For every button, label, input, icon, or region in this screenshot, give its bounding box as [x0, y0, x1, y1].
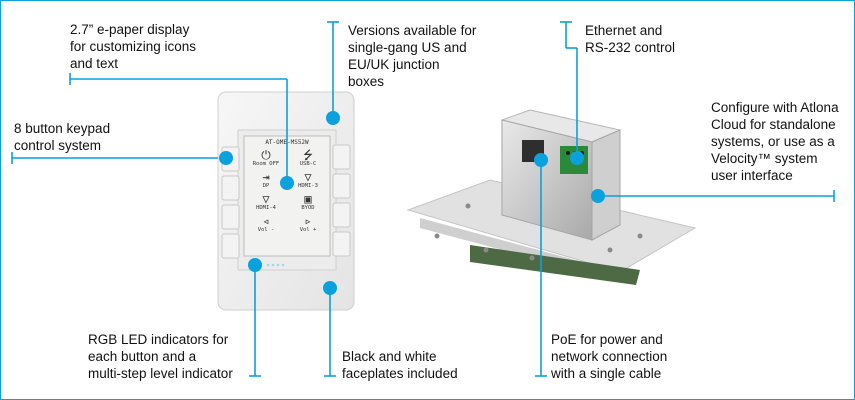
- versions-callout-dot: [326, 111, 340, 125]
- right-buttons: [332, 144, 351, 257]
- volume-up-icon: ▹: [304, 214, 312, 228]
- callout-rgb: RGB LED indicators for each button and a…: [88, 332, 233, 381]
- usb-icon: ⭍: [303, 148, 313, 162]
- hdmi-icon: ▽: [262, 192, 270, 206]
- tile-vol-down: ◃ Vol -: [245, 215, 287, 233]
- faceplates-callout-dot: [323, 281, 337, 295]
- tile-hdmi-4: ▽ HDMI-4: [245, 193, 287, 211]
- epaper-screen-content: AT-OME-MS52W ⏻ Room OFF ⭍ USB-C ⇥ DP ▽ H…: [245, 137, 329, 255]
- tile-usb-c: ⭍ USB-C: [287, 149, 329, 167]
- controller-module-illustration: [406, 109, 697, 285]
- power-icon: ⏻: [261, 148, 271, 162]
- callout-faceplates: Black and white faceplates included: [342, 349, 458, 381]
- tile-hdmi-3: ▽ HDMI-3: [287, 171, 329, 189]
- ethernet-callout-dot: [570, 151, 584, 165]
- callout-epaper: 2.7” e-paper display for customizing ico…: [70, 22, 197, 71]
- input-icon: ⇥: [262, 170, 270, 184]
- callout-poe: PoE for power and network connection wit…: [551, 332, 668, 381]
- poe-callout-dot: [534, 153, 548, 167]
- callout-keypad: 8 button keypad control system: [14, 121, 111, 153]
- epaper-callout-dot: [280, 176, 294, 190]
- tile-dp: ⇥ DP: [245, 171, 287, 189]
- atlona-callout-dot: [591, 189, 605, 203]
- volume-down-icon: ◃: [262, 214, 270, 228]
- callout-versions: Versions available for single-gang US an…: [348, 23, 477, 89]
- hdmi-icon: ▽: [304, 170, 312, 184]
- tile-byod: ▣ BYOD: [287, 193, 329, 211]
- keypad-callout-dot: [219, 151, 233, 165]
- left-buttons: [221, 146, 240, 259]
- callout-ethernet: Ethernet and RS-232 control: [585, 23, 676, 55]
- tile-room-off: ⏻ Room OFF: [245, 149, 287, 167]
- byod-icon: ▣: [304, 192, 312, 206]
- tile-vol-up: ▹ Vol +: [287, 215, 329, 233]
- screen-header: AT-OME-MS52W: [265, 139, 309, 146]
- rgb-callout-dot: [248, 258, 262, 272]
- callout-atlona: Configure with Atlona Cloud for standalo…: [711, 100, 839, 183]
